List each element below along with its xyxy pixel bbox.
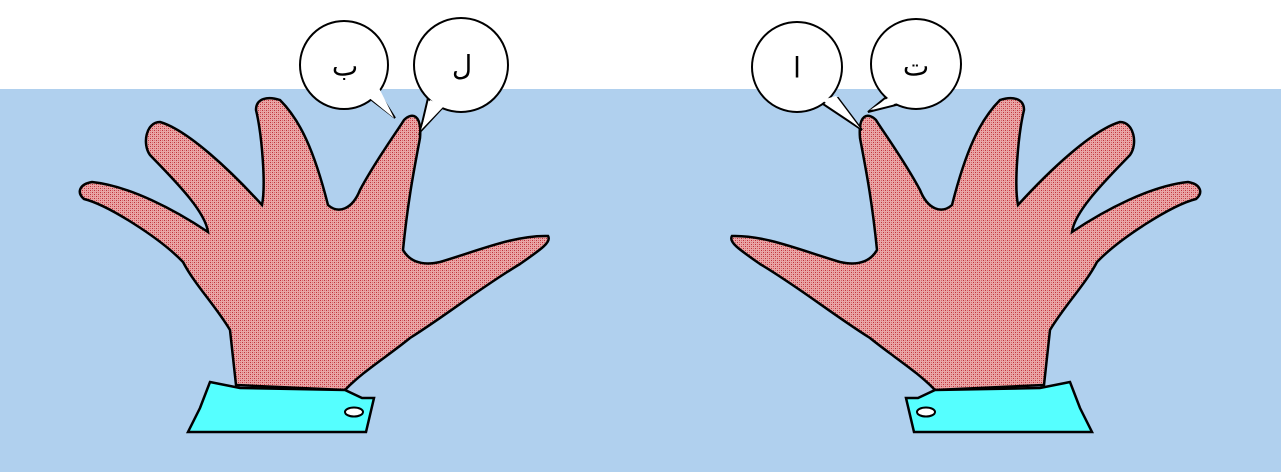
right-cuff-button (917, 408, 935, 417)
left-cuff-button (345, 408, 363, 417)
callout-left-outer-label: ب (332, 50, 358, 83)
callout-right-inner-label: ا (793, 52, 801, 85)
callout-right-outer-label: ت (903, 50, 929, 83)
left-hand-cuff (188, 382, 374, 432)
right-hand-cuff (906, 382, 1092, 432)
callout-left-inner-label: ل (452, 50, 472, 83)
